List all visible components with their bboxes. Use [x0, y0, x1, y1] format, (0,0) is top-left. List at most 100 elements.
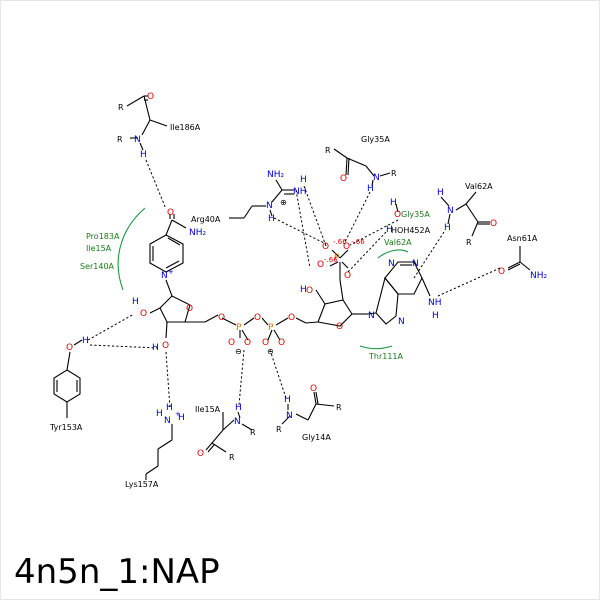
svg-text:H: H — [166, 403, 173, 413]
charge-o1: -.66 — [333, 238, 347, 246]
hydrophobic-contacts: Pro183A Ile15A Ser140A Gly35A Val62A Thr… — [80, 207, 430, 361]
val62-residue: H N H O R Val62A — [437, 182, 497, 247]
gly14-residue: H N R O R Gly14A — [276, 384, 342, 442]
svg-text:NH: NH — [293, 187, 307, 197]
thr111-label: Thr111A — [368, 352, 404, 361]
svg-text:N: N — [447, 206, 454, 216]
val62-label: Val62A — [465, 182, 493, 191]
svg-text:NH: NH — [428, 298, 442, 308]
tyr153-label: Tyr153A — [49, 423, 83, 432]
gly35-top-label: Gly35A — [361, 135, 390, 144]
svg-text:N: N — [164, 416, 171, 426]
tyr153-residue: O H Tyr153A — [49, 336, 89, 432]
svg-text:O: O — [167, 208, 174, 218]
svg-text:H: H — [132, 297, 139, 307]
svg-text:H: H — [390, 198, 397, 208]
ser140-label: Ser140A — [80, 262, 115, 271]
svg-text:N: N — [398, 317, 405, 327]
svg-text:R: R — [250, 428, 256, 437]
svg-text:N: N — [234, 417, 241, 427]
arg40-label: Arg40A — [191, 215, 221, 224]
svg-text:P: P — [236, 323, 242, 333]
svg-text:R: R — [325, 146, 331, 155]
svg-text:O: O — [310, 384, 317, 394]
svg-text:O: O — [498, 267, 505, 277]
ile186-residue: R O N R H Ile186A — [117, 92, 201, 160]
svg-text:H: H — [444, 223, 451, 233]
svg-text:NH₂: NH₂ — [189, 228, 207, 238]
charge-o3: -.66 — [324, 256, 338, 264]
svg-text:H: H — [437, 188, 444, 198]
gly35-green-label: Gly35A — [401, 210, 430, 219]
svg-text:R: R — [336, 403, 342, 412]
svg-text:O: O — [197, 449, 204, 459]
page-title: 4n5n_1:NAP — [14, 552, 220, 592]
svg-text:O: O — [244, 338, 251, 348]
svg-text:H: H — [432, 311, 439, 321]
svg-text:H: H — [178, 413, 185, 423]
svg-text:O: O — [162, 341, 169, 351]
svg-text:P: P — [268, 323, 274, 333]
svg-text:⊖: ⊖ — [235, 347, 242, 356]
lys157-residue: N H H H + Lys157A — [125, 403, 185, 489]
svg-text:O: O — [343, 242, 350, 252]
svg-text:H: H — [284, 395, 291, 405]
lys157-label: Lys157A — [125, 480, 159, 489]
hydrogen-bonds — [87, 159, 501, 409]
svg-text:H: H — [235, 403, 242, 413]
svg-text:O: O — [147, 92, 154, 102]
svg-text:N: N — [373, 173, 380, 183]
gly14-label: Gly14A — [302, 433, 331, 442]
svg-text:N: N — [286, 411, 293, 421]
svg-text:H: H — [268, 214, 275, 224]
svg-text:+: + — [168, 268, 174, 276]
svg-text:N: N — [388, 259, 395, 269]
svg-text:N: N — [368, 311, 375, 321]
svg-text:H: H — [367, 184, 374, 194]
asn61-residue: O NH₂ Asn61A — [498, 234, 548, 281]
svg-text:R: R — [118, 103, 124, 112]
svg-text:H: H — [300, 175, 307, 185]
svg-text:O: O — [218, 313, 225, 323]
svg-text:O: O — [140, 309, 147, 319]
svg-text:O: O — [490, 219, 497, 229]
svg-text:R: R — [391, 169, 397, 178]
svg-text:R: R — [229, 453, 235, 462]
svg-text:O: O — [340, 174, 347, 184]
ile15-residue: N H R O R Ile15A — [195, 403, 256, 462]
asn61-label: Asn61A — [507, 234, 538, 243]
svg-text:O: O — [186, 304, 193, 314]
svg-text:O: O — [306, 286, 313, 296]
hoh452-water: O H H HOH452A — [386, 198, 431, 235]
hoh452-label: HOH452A — [391, 226, 431, 235]
val62-green-label: Val62A — [384, 238, 412, 247]
svg-text:N: N — [161, 271, 168, 281]
svg-text:O: O — [288, 313, 295, 323]
svg-text:O: O — [336, 322, 343, 332]
svg-text:⊕: ⊕ — [280, 198, 287, 207]
adenine-ring: N N N N NH H — [367, 259, 442, 327]
svg-text:O: O — [278, 338, 285, 348]
ile186-label: Ile186A — [170, 123, 201, 132]
svg-text:O: O — [344, 271, 351, 281]
svg-text:H: H — [300, 285, 307, 295]
nicotinamide-ring: O NH₂ N + — [149, 208, 207, 281]
svg-text:NH₂: NH₂ — [530, 271, 548, 281]
svg-text:O: O — [254, 313, 261, 323]
charge-o2: -.66 — [351, 238, 365, 246]
svg-text:H: H — [156, 409, 163, 419]
pyrophosphate: O P O P O O O O O ⊖ ⊖ — [218, 313, 295, 356]
svg-text:O: O — [322, 242, 329, 252]
svg-text:O: O — [317, 260, 324, 270]
nicotinamide-ribose: O O H O H — [132, 279, 219, 353]
svg-text:O: O — [394, 210, 401, 220]
svg-text:O: O — [228, 338, 235, 348]
svg-text:O: O — [66, 343, 73, 353]
svg-text:N: N — [412, 259, 419, 269]
svg-text:H: H — [386, 225, 393, 235]
svg-text:R: R — [276, 425, 282, 434]
adenosine-ribose: O O H P O O O O -.66 -.66 -.66 — [295, 238, 368, 332]
svg-text:N: N — [266, 201, 273, 211]
svg-text:+: + — [175, 410, 181, 418]
